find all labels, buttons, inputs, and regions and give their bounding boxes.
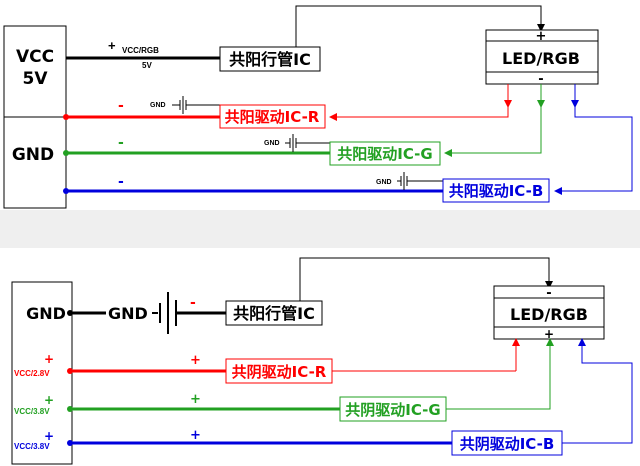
top-vcc-label: VCC <box>16 47 54 67</box>
bottom-vcc-b-label: VCC/3.8V <box>14 442 50 451</box>
bottom-driver-b-label: 共阴驱动IC-B <box>460 435 555 453</box>
bottom-section: GND GND - 共阳行管IC - LED/RGB + + VCC/2.8V … <box>11 257 633 465</box>
bottom-vcc-g-plus: + <box>44 393 54 407</box>
bottom-vcc-r-label: VCC/2.8V <box>14 369 50 378</box>
top-vcc-rgb-label: VCC/RGB <box>122 46 159 55</box>
top-led-box <box>485 29 599 85</box>
bottom-led-box <box>493 285 605 340</box>
top-driver-r-label: 共阳驱动IC-R <box>225 108 320 126</box>
bottom-driver-b-box <box>451 430 563 456</box>
bottom-power-box <box>11 281 73 465</box>
top-anode-ic-box <box>219 46 321 72</box>
top-blue-return <box>554 106 633 195</box>
top-driver-g-box <box>329 141 441 166</box>
top-section: VCC 5V GND + VCC/RGB 5V 共阳行管IC + LED/RGB… <box>3 5 633 209</box>
bottom-gnd-label: GND <box>26 304 66 323</box>
top-driver-g-label: 共阳驱动IC-G <box>337 145 432 163</box>
top-blue-minus: - <box>118 174 124 190</box>
top-led-minus: - <box>538 72 543 87</box>
top-vcc-rgb-volt: 5V <box>142 61 152 70</box>
top-green-gnd-symbol <box>285 134 330 152</box>
bottom-led-minus: - <box>546 286 551 301</box>
top-led-plus: + <box>536 29 547 44</box>
top-driver-b-label: 共阳驱动IC-B <box>449 182 544 200</box>
top-red-gnd: GND <box>150 102 166 109</box>
top-blue-gnd-symbol <box>397 172 443 190</box>
top-driver-b-box <box>442 178 550 203</box>
bottom-anode-ic-label: 共阳行管IC <box>233 304 315 323</box>
bottom-vcc-r-plus: + <box>44 352 54 366</box>
bottom-led-label: LED/RGB <box>510 305 588 324</box>
bottom-driver-g-label: 共阴驱动IC-G <box>345 401 440 419</box>
bottom-gnd-symbol <box>152 292 226 334</box>
bottom-blue-plus: + <box>190 428 201 443</box>
bottom-driver-r-box <box>225 358 333 384</box>
section-divider <box>0 210 640 248</box>
bottom-gnd-mid: GND <box>108 304 148 323</box>
top-red-minus: - <box>118 98 124 114</box>
bottom-anode-ic-box <box>225 300 323 326</box>
bottom-vcc-b-plus: + <box>44 429 54 443</box>
top-green-minus: - <box>118 135 124 151</box>
top-vcc-volt: 5V <box>23 69 49 89</box>
bottom-led-plus: + <box>544 327 554 341</box>
top-anode-ic-label: 共阳行管IC <box>229 50 311 69</box>
top-led-label: LED/RGB <box>502 49 580 68</box>
bottom-vcc-g-label: VCC/3.8V <box>14 407 50 416</box>
top-blue-gnd: GND <box>376 179 392 186</box>
top-green-gnd: GND <box>264 140 280 147</box>
top-gnd-label: GND <box>12 145 54 165</box>
top-driver-r-box <box>219 104 326 129</box>
top-green-return <box>444 106 542 157</box>
bottom-driver-g-box <box>339 396 447 422</box>
bottom-green-plus: + <box>190 392 201 407</box>
bottom-red-plus: + <box>190 353 201 368</box>
bottom-anode-feed <box>299 257 553 301</box>
bottom-driver-r-label: 共阴驱动IC-R <box>232 363 327 381</box>
top-red-return <box>329 106 509 121</box>
top-vcc-plus: + <box>108 38 116 53</box>
top-anode-feed <box>295 5 545 47</box>
top-red-gnd-symbol <box>172 96 221 117</box>
bottom-gnd-minus: - <box>190 295 196 311</box>
